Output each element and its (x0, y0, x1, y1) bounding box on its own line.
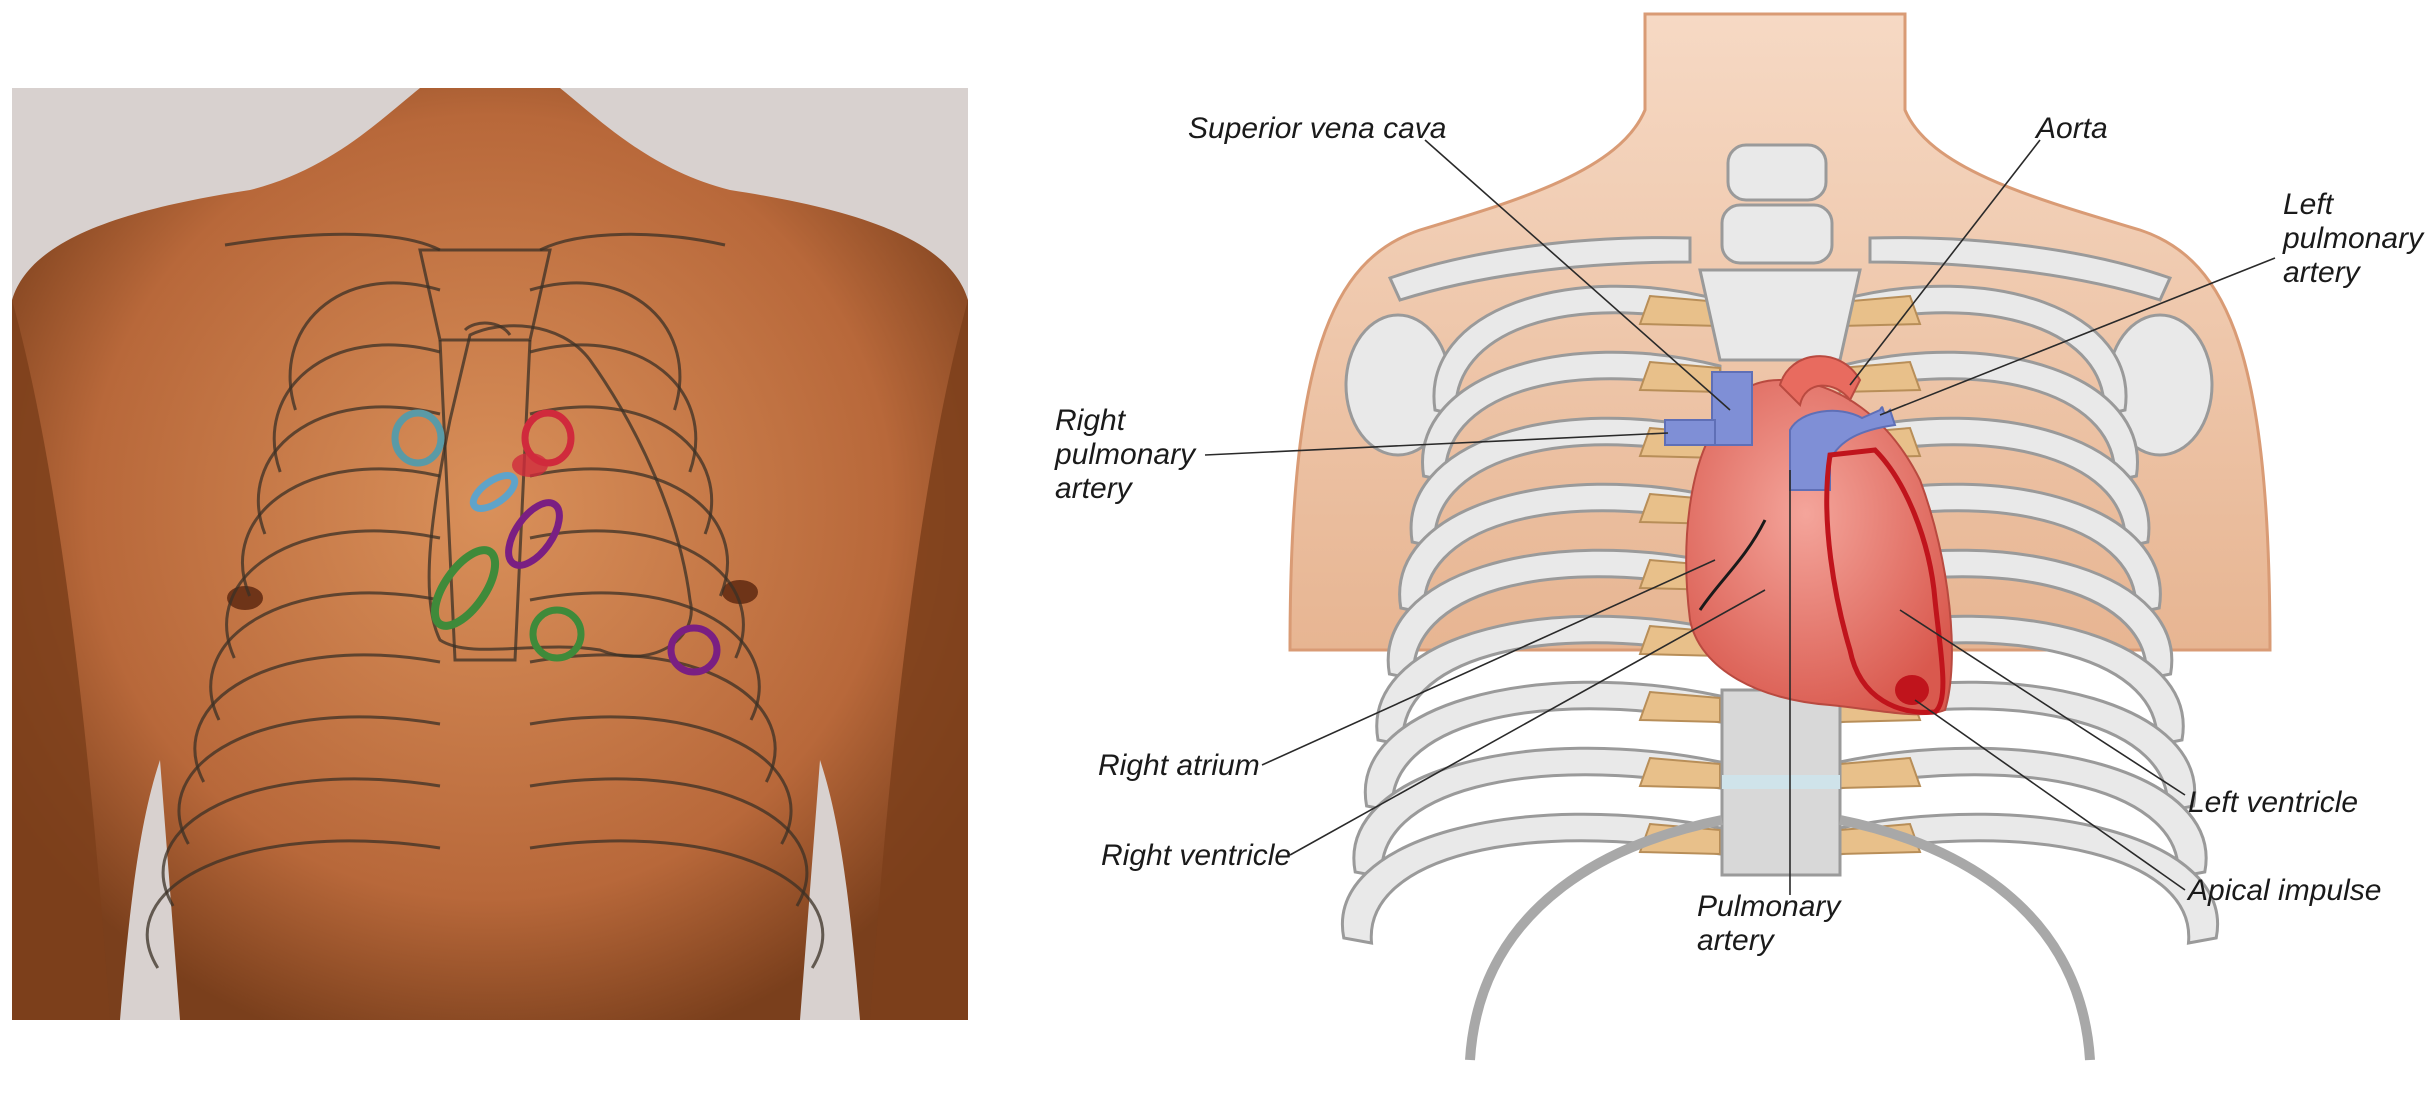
vertebra-top (1726, 143, 1828, 202)
label-left-ventricle: Left ventricle (2188, 786, 2358, 819)
label-right-pulmonary-artery-line2: pulmonary (1054, 438, 1197, 471)
mitral-area-marker (529, 606, 585, 662)
photo-rib-left-side (529, 529, 745, 659)
illustration-rib (1838, 482, 2162, 615)
left-clavicle (1868, 236, 2173, 302)
photo-rib-right-side (241, 467, 441, 597)
illustration-rib (1352, 746, 1722, 879)
photo-rib-left-side (529, 777, 809, 907)
illustration-rib (1363, 680, 1722, 813)
label-pulmonary-artery-line2: artery (1697, 924, 1776, 957)
heart-right-border-line (1698, 519, 1767, 611)
illustration-rib (1838, 746, 2208, 879)
photo-rib-left-side (529, 715, 793, 845)
ribcage-outline-overlay (145, 232, 825, 969)
label-right-pulmonary-artery-line3: artery (1055, 472, 1134, 505)
leader-superior-vena-cava (1424, 139, 1731, 411)
photo-rib-left-side (529, 281, 682, 411)
photo-rib-right-side (288, 281, 441, 411)
photo-rib-left-side (529, 405, 713, 535)
leader-right-ventricle (1289, 589, 1766, 856)
photo-rib-right-side (209, 591, 441, 721)
leader-left-pulmonary-artery (1879, 257, 2276, 416)
aorta-arch (1778, 355, 1862, 408)
leader-right-pulmonary-artery (1204, 432, 1669, 456)
label-left-pulmonary-artery-line2: pulmonary (2282, 222, 2425, 255)
heart-anatomy-illustration: Superior vena cava Aorta Left pulmonary … (1054, 12, 2430, 1061)
pulmonary-trunk-vessel (1789, 406, 1897, 491)
photo-rib-right-side (257, 405, 441, 535)
photo-rib-right-side (225, 529, 441, 659)
label-pulmonary-artery-line1: Pulmonary (1697, 890, 1842, 923)
photo-rib-right-side (177, 715, 441, 845)
leader-aorta (1849, 139, 2041, 386)
apex-marker (667, 624, 721, 676)
label-apical-impulse: Apical impulse (2186, 874, 2381, 907)
left-arm (870, 300, 968, 1020)
right-clavicle (1387, 236, 1692, 302)
costal-arch (1465, 815, 2095, 1061)
label-right-atrium: Right atrium (1098, 749, 1260, 782)
photo-rib-right-side (193, 653, 441, 783)
photo-rib-left-side (529, 467, 729, 597)
label-right-ventricle: Right ventricle (1101, 839, 1291, 872)
photo-rib-left-side (529, 653, 777, 783)
photo-rib-right-side (272, 343, 441, 473)
vertebra-2 (1720, 203, 1834, 265)
superior-vena-cava-vessel (1711, 371, 1753, 446)
left-ventricle-outline (1824, 447, 1946, 715)
manubrium (1698, 268, 1862, 362)
illustration-rib (1838, 680, 2197, 813)
pulmonic-red-spot (512, 453, 548, 477)
rib-cartilage (1839, 756, 1922, 790)
label-left-pulmonary-artery-line3: artery (2283, 256, 2362, 289)
pulmonic-area-marker (521, 409, 575, 467)
rib-cartilage (1638, 690, 1721, 724)
photo-rib-right-side (145, 839, 441, 969)
left-sternal-marker (505, 499, 563, 569)
chest-photo-panel (12, 88, 968, 1020)
right-pulmonary-artery-vessel (1664, 419, 1716, 446)
label-left-pulmonary-artery-line1: Left (2283, 188, 2335, 221)
apical-impulse-dot (1895, 675, 1929, 705)
photo-rib-left-side (529, 343, 698, 473)
label-pulmonary-artery: Pulmonary artery (1697, 890, 1849, 957)
tricuspid-area-marker (430, 546, 500, 630)
label-aorta: Aorta (2034, 112, 2108, 145)
aortic-area-marker (391, 409, 445, 467)
label-left-pulmonary-artery: Left pulmonary artery (2282, 188, 2430, 289)
photo-rib-right-side (161, 777, 441, 907)
illustration-rib (1398, 482, 1722, 615)
leader-right-atrium (1261, 559, 1716, 766)
label-right-pulmonary-artery-line1: Right (1055, 404, 1127, 437)
leader-left-ventricle (1899, 609, 2186, 796)
photo-rib-left-side (529, 839, 825, 969)
right-arm (12, 300, 110, 1020)
label-right-pulmonary-artery: Right pulmonary artery (1054, 404, 1203, 505)
photo-rib-left-side (529, 591, 761, 721)
rib-cartilage (1638, 756, 1721, 790)
leader-apical-impulse (1914, 699, 2186, 891)
xiphoid-band (1722, 775, 1840, 789)
label-superior-vena-cava: Superior vena cava (1188, 112, 1447, 145)
erbs-point-marker (469, 472, 519, 512)
illustration-rib (1340, 812, 1722, 945)
